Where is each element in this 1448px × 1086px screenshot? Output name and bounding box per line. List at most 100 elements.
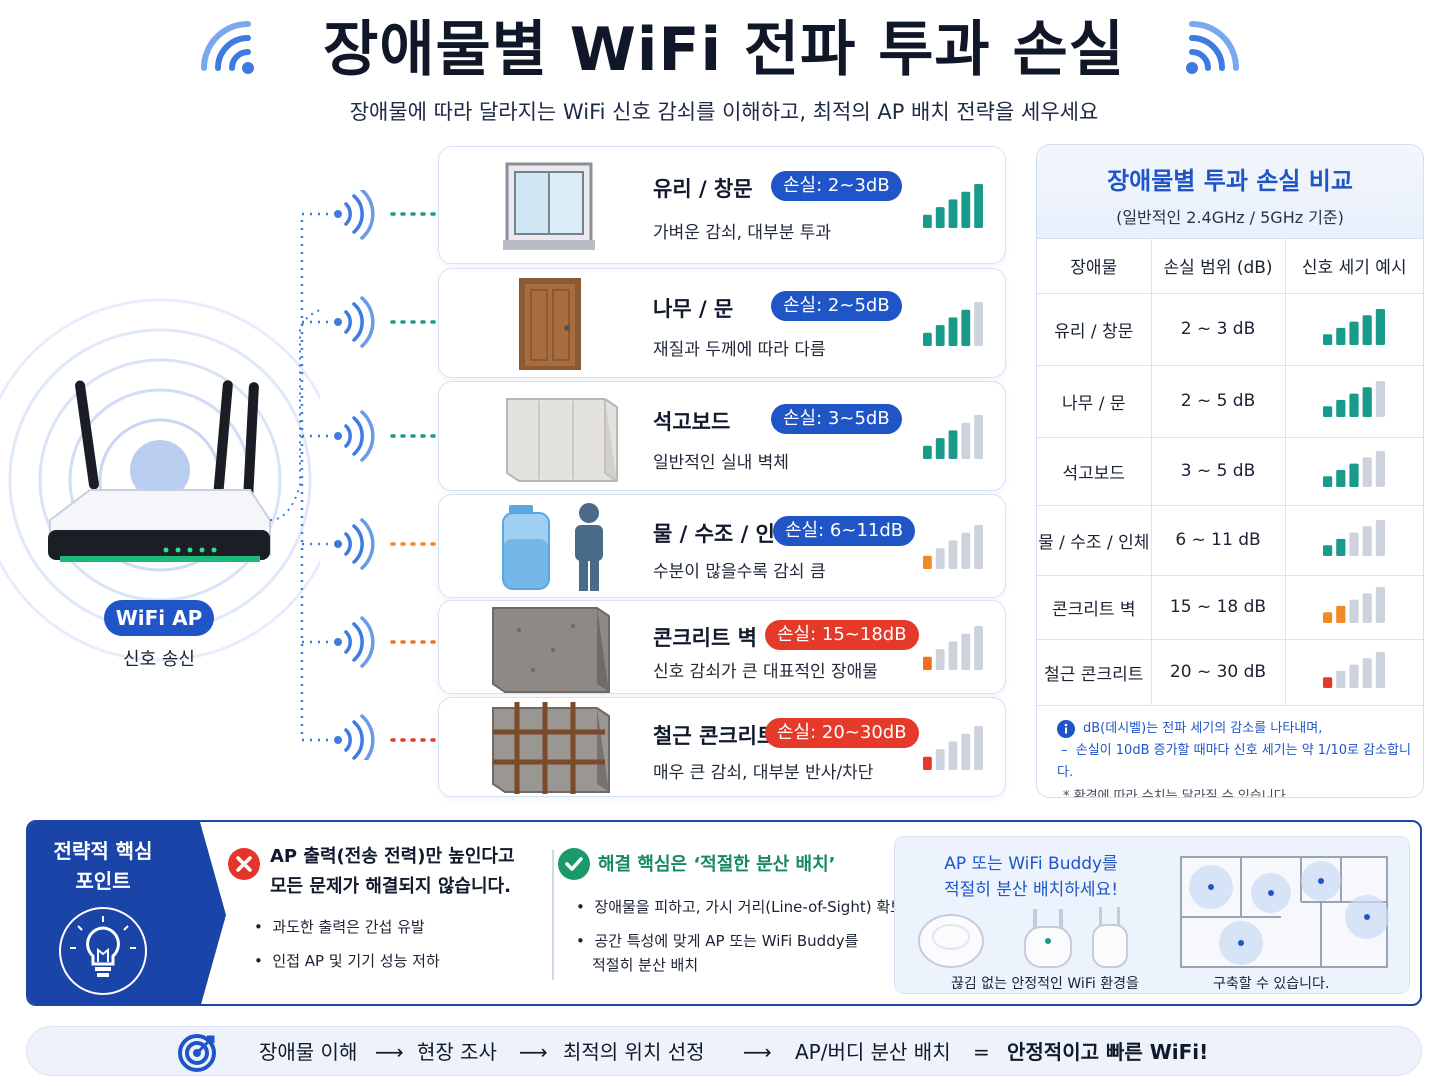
wrong-heading-line2: 모든 문제가 해결되지 않습니다. [270, 876, 511, 897]
info-icon [1057, 719, 1075, 738]
signal-bar [1349, 599, 1359, 623]
wrong-item-text-1: 과도한 출력은 간섭 유발 [272, 918, 425, 936]
floor-plan-illustration [1180, 856, 1389, 968]
signal-bar [923, 214, 932, 228]
table-row: 콘크리트 벽 15 ~ 18 dB [1037, 575, 1423, 640]
wrong-heading-line1: AP 출력(전송 전력)만 높인다고 [270, 846, 515, 867]
note-line-2: – 손실이 10dB 증가할 때마다 신호 세기는 약 1/10로 감소합니다. [1057, 742, 1411, 780]
signal-bars-icon [1323, 651, 1386, 688]
signal-bars-icon [923, 525, 983, 569]
strategy-label-panel [28, 822, 200, 1004]
obstacle-card: 물 / 수조 / 인체 손실: 6~11dB 수분이 많을수록 감쇠 큼 [438, 494, 1006, 598]
signal-bar [961, 733, 971, 770]
row-obstacle: 콘크리트 벽 [1037, 575, 1152, 640]
buddy-title-line1: AP 또는 WiFi Buddy를 [944, 854, 1118, 874]
ap-badge: WiFi AP [104, 600, 214, 636]
signal-bar [974, 184, 983, 228]
process-flow-bar: 장애물 이해 ⟶ 현장 조사 ⟶ 최적의 위치 선정 ⟶ AP/버디 분산 배치… [26, 1026, 1422, 1076]
column-divider [552, 850, 554, 980]
buddy-footer-2: 구축할 수 있습니다. [1213, 976, 1330, 992]
signal-strength [923, 525, 987, 569]
signal-bars-icon [1323, 450, 1386, 487]
signal-bar [1336, 670, 1346, 688]
wrong-heading: AP 출력(전송 전력)만 높인다고 모든 문제가 해결되지 않습니다. [270, 842, 515, 902]
loss-badge: 손실: 2~3dB [771, 170, 902, 201]
row-signal [1285, 575, 1423, 640]
flow-step-2: 현장 조사 [417, 1040, 497, 1064]
signal-bar [1323, 475, 1333, 487]
obstacle-desc: 매우 큰 감쇠, 대부분 반사/차단 [653, 763, 874, 783]
signal-bar [935, 649, 945, 670]
signal-bar [1336, 605, 1346, 623]
right-item-text-1: 장애물을 피하고, 가시 거리(Line-of-Sight) 확보 [594, 898, 904, 916]
signal-bar [974, 726, 983, 770]
signal-bar [1323, 544, 1333, 556]
buddy-panel: AP 또는 WiFi Buddy를 적절히 분산 배치하세요! [894, 836, 1410, 994]
signal-bar [1376, 308, 1386, 345]
signal-bar [974, 415, 983, 459]
signal-bar [1349, 393, 1359, 417]
obstacle-desc: 재질과 두께에 따라 다름 [653, 340, 826, 360]
signal-bars-icon [923, 626, 983, 670]
right-item-cont: 적절히 분산 배치 [592, 956, 699, 974]
loss-badge: 손실: 2~5dB [771, 291, 902, 321]
flow-result: 안정적이고 빠른 WiFi! [1007, 1040, 1209, 1064]
obstacle-illustration [489, 600, 613, 700]
table-title: 장애물별 투과 손실 비교 [1107, 167, 1353, 195]
signal-bar [935, 749, 945, 770]
router-illustration [0, 298, 320, 662]
obstacle-card: 나무 / 문 손실: 2~5dB 재질과 두께에 따라 다름 [438, 268, 1006, 378]
buddy-title: AP 또는 WiFi Buddy를 적절히 분산 배치하세요! [911, 851, 1151, 903]
flow-step-4: AP/버디 분산 배치 [795, 1040, 951, 1064]
signal-wave-icon [302, 410, 375, 462]
wrong-item: • 과도한 출력은 간섭 유발 [254, 918, 425, 936]
loss-badge: 손실: 3~5dB [771, 404, 902, 434]
signal-bar [1323, 333, 1333, 345]
row-range: 6 ~ 11 dB [1151, 505, 1286, 576]
ap-devices-illustration [918, 907, 1128, 968]
signal-bar [935, 548, 945, 569]
signal-bar [935, 438, 945, 459]
page-header: 장애물별 WiFi 전파 투과 손실 장애물에 따라 달라지는 WiFi 신호 … [0, 8, 1448, 126]
signal-bar [1376, 519, 1386, 556]
signal-bar [1336, 538, 1346, 556]
loss-badge: 손실: 15~18dB [765, 619, 919, 650]
signal-bar [1349, 463, 1359, 487]
flow-step-1: 장애물 이해 [259, 1040, 358, 1064]
row-signal [1285, 505, 1423, 576]
obstacle-card: 철근 콘크리트 손실: 20~30dB 매우 큰 감쇠, 대부분 반사/차단 [438, 697, 1006, 797]
obstacle-illustration [489, 700, 613, 800]
table-header-row: 장애물 손실 범위 (dB) 신호 세기 예시 [1037, 239, 1423, 294]
obstacle-card: 석고보드 손실: 3~5dB 일반적인 실내 벽체 [438, 381, 1006, 491]
row-signal [1285, 639, 1423, 706]
obstacle-name: 철근 콘크리트 [653, 724, 777, 748]
signal-bars-icon [1323, 308, 1386, 345]
signal-bar [1323, 405, 1333, 417]
wifi-wave-right-icon [1186, 21, 1239, 74]
signal-connectors [300, 190, 484, 760]
obstacle-name: 석고보드 [653, 410, 731, 435]
signal-bar [948, 641, 958, 670]
obstacle-desc: 가벼운 감쇠, 대부분 투과 [653, 222, 832, 243]
col-header-range: 손실 범위 (dB) [1151, 239, 1286, 294]
buddy-footer-1: 끊김 없는 안정적인 WiFi 환경을 [951, 976, 1139, 992]
strategy-arrow [200, 822, 226, 1004]
signal-wave-icon [302, 518, 375, 570]
signal-bar [948, 540, 958, 569]
check-mark-icon [558, 848, 590, 880]
note-text-1: dB(데시벨)는 전파 세기의 감소를 나타내며, [1083, 720, 1323, 736]
signal-bar [948, 741, 958, 770]
flow-arrow-1: ⟶ [375, 1040, 404, 1064]
comparison-table: 장애물별 투과 손실 비교 (일반적인 2.4GHz / 5GHz 기준) 장애… [1036, 144, 1424, 798]
obstacle-name: 콘크리트 벽 [653, 625, 757, 650]
right-item: • 공간 특성에 맞게 AP 또는 WiFi Buddy를 [576, 932, 859, 950]
note-text-3: * 환경에 따라 수치는 달라질 수 있습니다. [1063, 788, 1290, 798]
signal-wave-icon [302, 616, 375, 668]
loss-table: 장애물 손실 범위 (dB) 신호 세기 예시 유리 / 창문 2 ~ 3 dB… [1037, 239, 1423, 706]
row-range: 2 ~ 5 dB [1151, 365, 1286, 438]
right-heading: 해결 핵심은 ‘적절한 분산 배치’ [598, 854, 836, 875]
signal-strength [923, 302, 987, 346]
signal-bar [948, 430, 958, 459]
strategy-title-line1: 전략적 핵심 [53, 839, 153, 863]
signal-bars-icon [1323, 380, 1386, 417]
